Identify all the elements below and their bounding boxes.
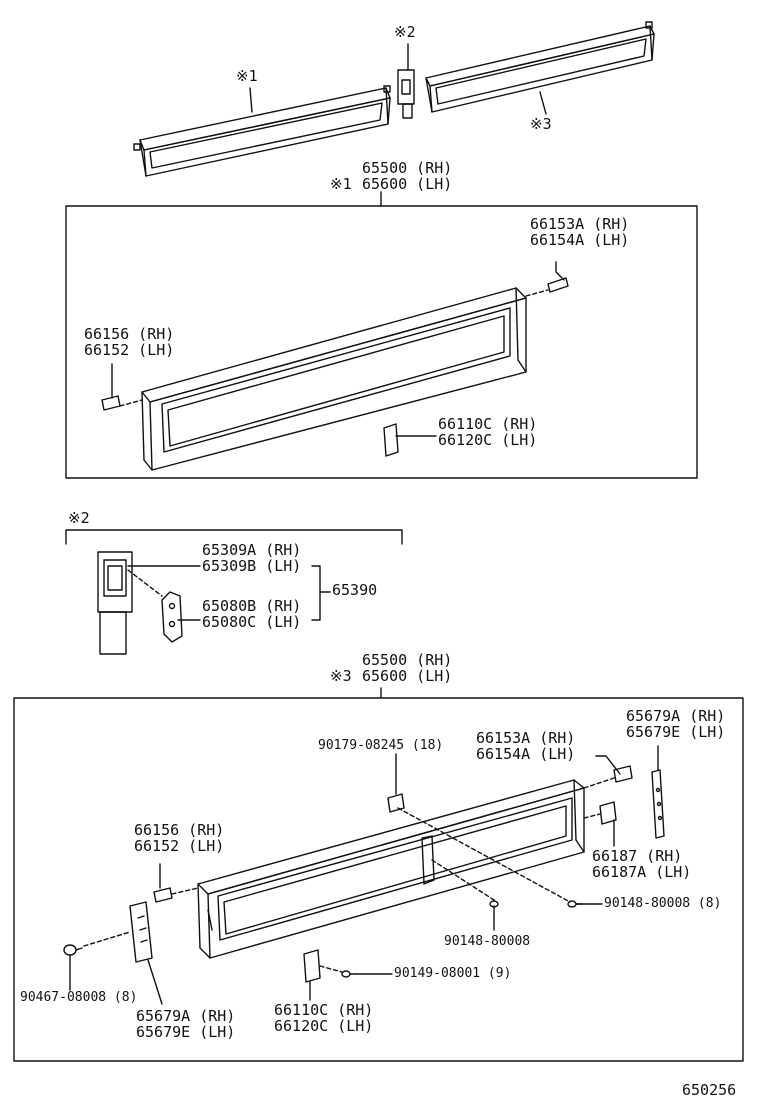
s1-label-66110: 66110C (RH) 66120C (LH) — [438, 416, 537, 448]
part-65309B: 65309B (LH) — [202, 557, 302, 575]
s2-latch-65080 — [161, 591, 183, 643]
s1-label-66156: 66156 (RH) 66152 (LH) — [84, 326, 174, 358]
s3-screw-90149 — [341, 970, 357, 978]
s3-screw-90467 — [63, 944, 83, 956]
part-66153A: 66153A (RH) — [530, 215, 630, 233]
s3-label-65679-top: 65679A (RH) 65679E (LH) — [626, 708, 725, 740]
marker-1-section: ※1 — [330, 175, 352, 193]
part-65679A-top: 65679A (RH) — [626, 707, 726, 725]
section3-box — [13, 697, 744, 1062]
section1-box — [65, 205, 698, 479]
part-66154A: 66154A (LH) — [530, 231, 630, 249]
part-65600: 65600 (LH) — [362, 175, 453, 193]
s3-label-66187: 66187 (RH) 66187A (LH) — [592, 848, 691, 880]
marker-1-top: ※1 — [236, 67, 258, 85]
s3-bolt-90179 — [387, 793, 405, 813]
s3-screw-90148-mid — [489, 900, 499, 915]
section1-frame — [141, 287, 527, 471]
s2-label-65080: 65080B (RH) 65080C (LH) — [202, 598, 301, 630]
part-65309A: 65309A (RH) — [202, 541, 302, 559]
s1-label-66153: 66153A (RH) 66154A (LH) — [530, 216, 629, 248]
part-66187: 66187 (RH) — [592, 847, 683, 865]
s3-clip-66153 — [613, 765, 633, 783]
marker-3-top: ※3 — [530, 115, 552, 133]
s3-frame-parts: 65500 (RH) 65600 (LH) — [362, 652, 452, 684]
marker-3-section: ※3 — [330, 667, 352, 685]
section3-frame — [197, 779, 585, 959]
s3-stop-66110 — [303, 949, 321, 983]
s3-label-90179: 90179-08245 (18) — [318, 738, 444, 753]
s3-bracket-66187 — [599, 801, 617, 825]
section2-bracket — [65, 529, 403, 545]
s3-label-90149: 90149-08001 (9) — [394, 966, 512, 981]
s3-label-66156: 66156 (RH) 66152 (LH) — [134, 822, 224, 854]
s3-label-66153: 66153A (RH) 66154A (LH) — [476, 730, 575, 762]
part-66156-s3: 66156 (RH) — [134, 821, 225, 839]
s2-assy-65390: 65390 — [332, 581, 378, 599]
s1-clip-66156 — [101, 395, 121, 411]
top-center-lock — [397, 69, 415, 119]
s3-label-90148-mid: 90148-80008 — [444, 934, 531, 949]
s3-clip-66156 — [153, 887, 173, 903]
marker-2-top: ※2 — [394, 23, 416, 41]
marker-2-section: ※2 — [68, 509, 90, 527]
s3-bracket-65679-bot — [129, 901, 153, 963]
part-66152-s3: 66152 (LH) — [134, 837, 225, 855]
part-65500: 65500 (RH) — [362, 159, 453, 177]
part-65679E-top: 65679E (LH) — [626, 723, 726, 741]
diagram-id: 650256 — [682, 1081, 737, 1099]
part-66110C-s3: 66110C (RH) — [274, 1001, 374, 1019]
part-66120C-s3: 66120C (LH) — [274, 1017, 374, 1035]
s2-label-65309: 65309A (RH) 65309B (LH) — [202, 542, 301, 574]
part-65600-s3: 65600 (LH) — [362, 667, 453, 685]
part-65080C: 65080C (LH) — [202, 613, 302, 631]
s3-label-90148-right: 90148-80008 (8) — [604, 896, 722, 911]
top-frame-parts: 65500 (RH) 65600 (LH) — [362, 160, 452, 192]
part-65500-s3: 65500 (RH) — [362, 651, 453, 669]
s3-bracket-65679-top — [651, 769, 665, 839]
part-66187A: 66187A (LH) — [592, 863, 692, 881]
s3-label-65679-bot: 65679A (RH) 65679E (LH) — [136, 1008, 235, 1040]
part-66110C: 66110C (RH) — [438, 415, 538, 433]
part-66153A-s3: 66153A (RH) — [476, 729, 576, 747]
s1-stop-66110 — [383, 423, 399, 457]
part-66156: 66156 (RH) — [84, 325, 175, 343]
part-65679A-bot: 65679A (RH) — [136, 1007, 236, 1025]
part-65679E-bot: 65679E (LH) — [136, 1023, 236, 1041]
part-66120C: 66120C (LH) — [438, 431, 538, 449]
top-left-frame — [133, 85, 391, 177]
s1-clip-66153 — [547, 261, 569, 293]
s2-lock-65309 — [97, 551, 133, 655]
s3-label-66110: 66110C (RH) 66120C (LH) — [274, 1002, 373, 1034]
part-66154A-s3: 66154A (LH) — [476, 745, 576, 763]
s3-label-90467: 90467-08008 (8) — [20, 990, 138, 1005]
part-66152: 66152 (LH) — [84, 341, 175, 359]
top-right-frame — [425, 21, 655, 113]
part-65080B: 65080B (RH) — [202, 597, 302, 615]
